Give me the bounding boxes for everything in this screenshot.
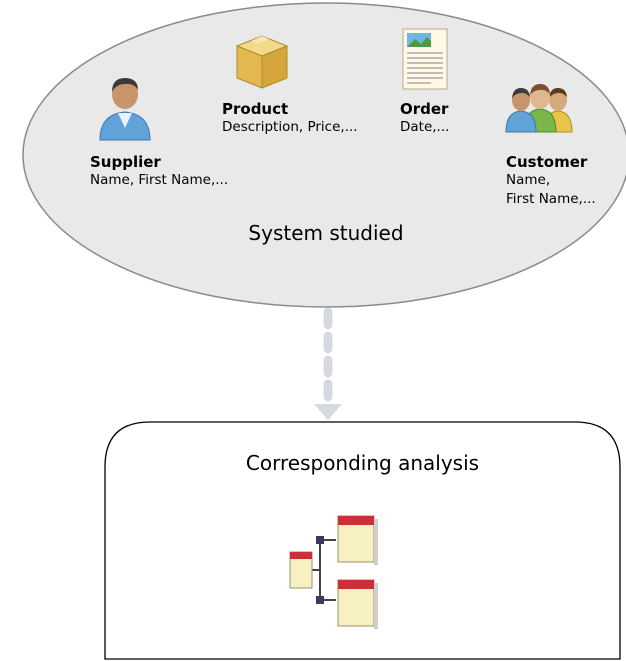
system-ellipse <box>22 2 626 308</box>
entity-name: Supplier <box>90 153 161 171</box>
entity-name: Product <box>222 100 289 118</box>
entity-supplier-text: Supplier Name, First Name,... <box>90 153 228 190</box>
document-icon <box>402 28 448 90</box>
person-icon <box>99 78 151 141</box>
people-group-icon <box>505 84 573 133</box>
box-icon <box>235 35 289 89</box>
entity-name: Order <box>400 100 449 118</box>
dashed-down-arrow-icon <box>314 307 342 420</box>
entity-attributes: Name, First Name,... <box>506 172 596 207</box>
entity-attributes: Name, First Name,... <box>90 172 229 188</box>
entity-attributes: Description, Price,... <box>222 119 358 135</box>
system-label: System studied <box>248 221 404 245</box>
analysis-title: Corresponding analysis <box>245 451 480 475</box>
entity-attributes: Date,... <box>400 119 450 135</box>
entity-name: Customer <box>506 153 588 171</box>
entity-product: Product Description, Price,... <box>222 100 358 137</box>
class-diagram-icon <box>289 515 378 629</box>
entity-order: Order Date,... <box>400 100 449 137</box>
entity-customer: Customer Name, First Name,... <box>506 153 596 209</box>
